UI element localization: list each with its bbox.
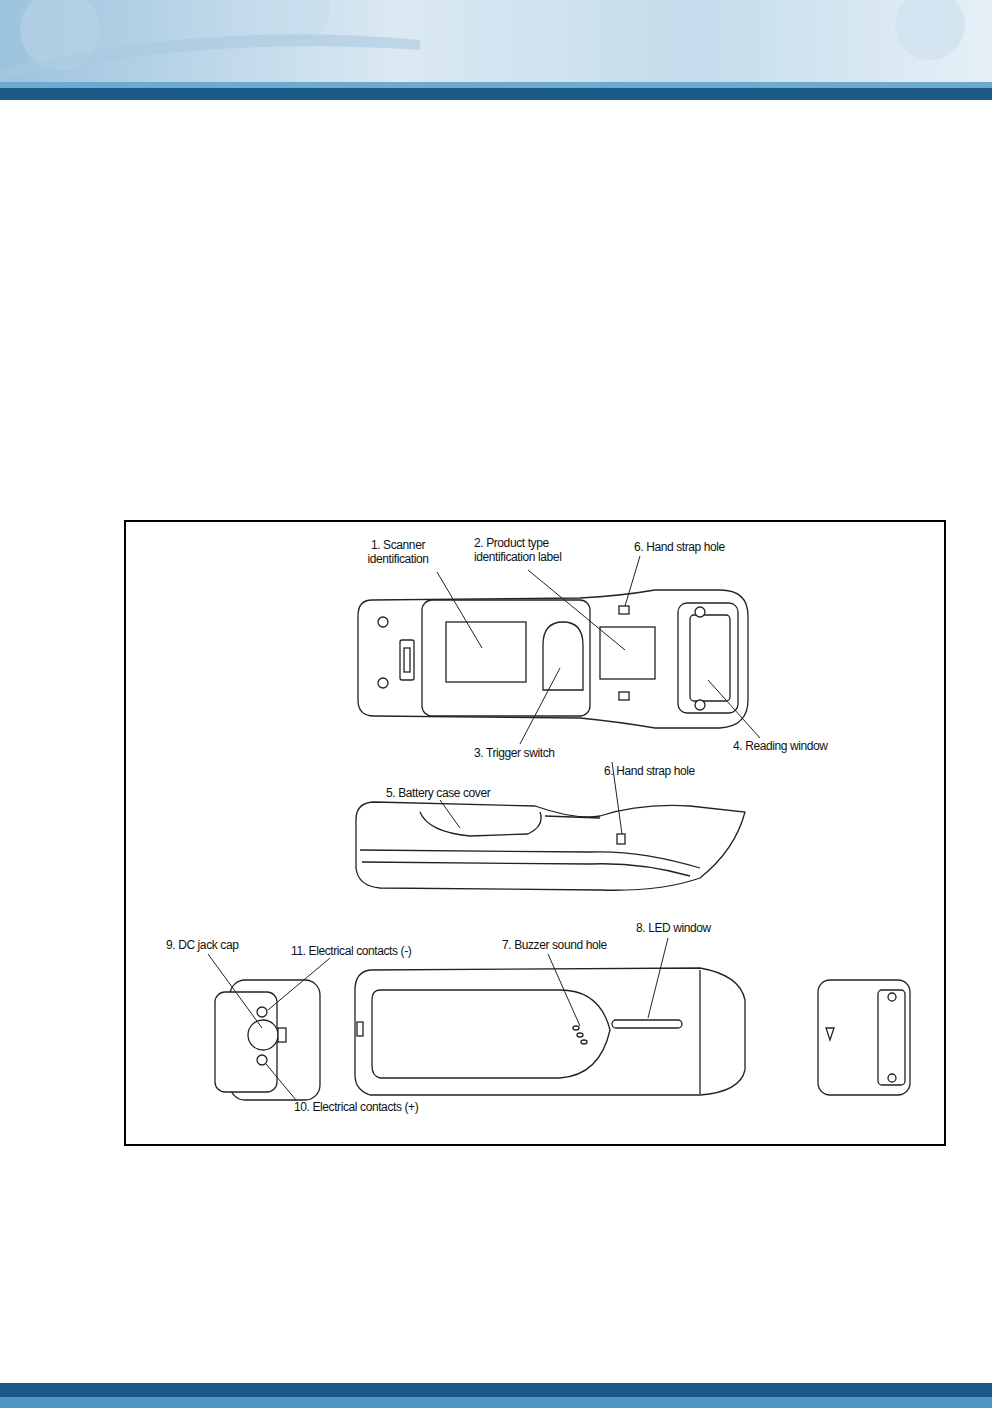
callout-label: 1. Scanner identification [358, 538, 438, 566]
callout-label: 8. LED window [636, 921, 711, 935]
callout-label: 3. Trigger switch [474, 746, 555, 760]
callout-label: 6. Hand strap hole [604, 764, 695, 778]
callout-label: 10. Electrical contacts (+) [294, 1100, 418, 1114]
callout-label: 9. DC jack cap [166, 938, 238, 952]
callout-label: 7. Buzzer sound hole [502, 938, 607, 952]
callout-label: 5. Battery case cover [386, 786, 490, 800]
callout-label: 6. Hand strap hole [634, 540, 725, 554]
callout-label: 2. Product type identification label [474, 536, 594, 564]
callout-label: 11. Electrical contacts (-) [291, 944, 411, 958]
callout-label: 4. Reading window [733, 739, 828, 753]
